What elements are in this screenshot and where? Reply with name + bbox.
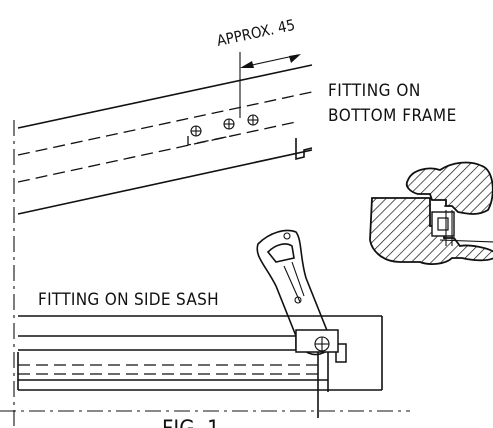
screw-icon: [223, 118, 235, 130]
bottom-frame-label-line2: BOTTOM FRAME: [328, 106, 457, 126]
screw-icon: [190, 125, 202, 137]
bottom-frame-member: [17, 52, 313, 215]
dimension-label: APPROX. 45: [215, 16, 297, 50]
figure-caption: FIG. 1: [162, 417, 220, 428]
screw-icon: [247, 114, 259, 126]
screw-icon: [314, 336, 330, 352]
bottom-frame-label-line1: FITTING ON: [328, 81, 421, 101]
hinge-fitting: [256, 229, 339, 356]
center-lines: [0, 120, 410, 428]
cross-section-detail: [369, 161, 493, 265]
side-sash-label: FITTING ON SIDE SASH: [38, 290, 219, 310]
